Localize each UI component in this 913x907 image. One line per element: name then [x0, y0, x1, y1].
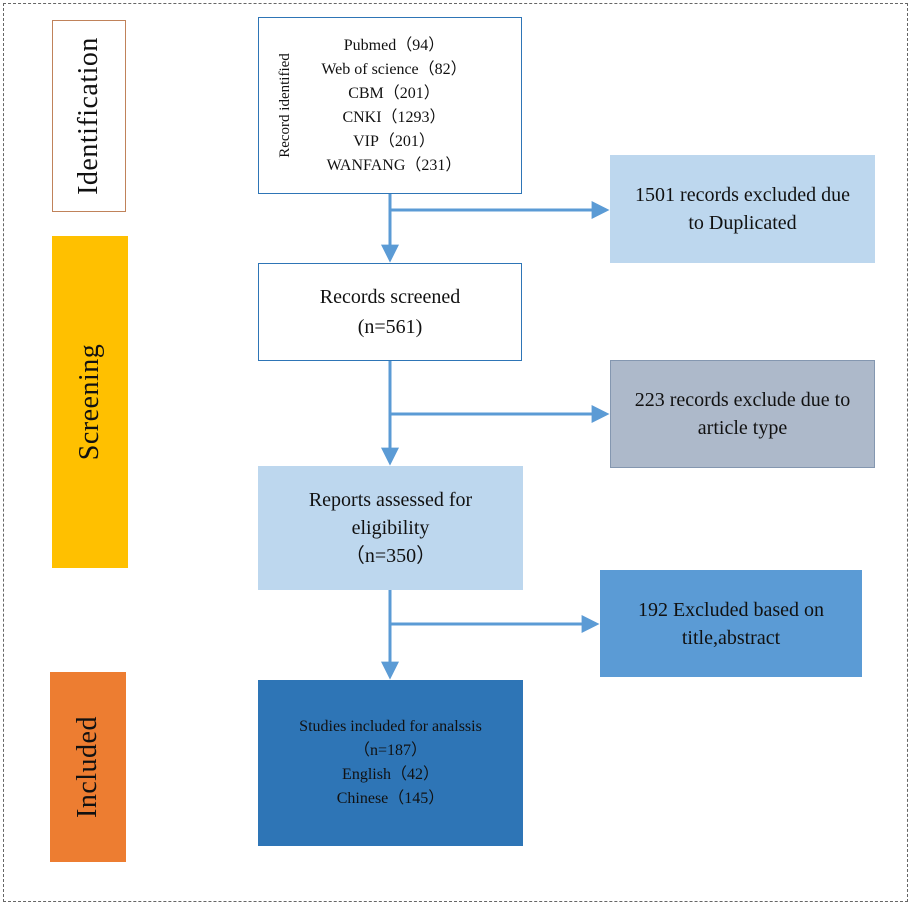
- reports-assessed-box: Reports assessed for eligibility （n=350）: [258, 466, 523, 590]
- records-identified-box: Record identified Pubmed（94） Web of scie…: [258, 17, 522, 194]
- source-pubmed: Pubmed（94）: [343, 36, 445, 54]
- duplicates-excluded-box: 1501 records excluded due to Duplicated: [610, 155, 875, 263]
- excluded-title-line-2: title,abstract: [681, 626, 781, 649]
- record-identified-label: Record identified: [276, 53, 293, 158]
- source-cnki: CNKI（1293）: [342, 108, 446, 126]
- source-list: Pubmed（94） Web of science（82） CBM（201） C…: [297, 34, 521, 178]
- title-abstract-excluded-box: 192 Excluded based on title,abstract: [600, 570, 862, 677]
- source-wanfang: WANFANG（231）: [326, 156, 462, 174]
- duplicates-line-2: to Duplicated: [688, 212, 797, 234]
- article-type-line-1: 223 records exclude due to: [634, 389, 851, 411]
- included-line-4: Chinese（145）: [336, 790, 445, 807]
- source-cbm: CBM（201）: [348, 84, 440, 102]
- included-line-1: Studies included for analssis: [299, 718, 482, 735]
- assessed-line-3: （n=350）: [344, 545, 437, 567]
- included-line-2: （n=187）: [353, 742, 428, 759]
- screened-line-2: (n=561): [357, 316, 423, 338]
- stage-identification: Identification: [52, 20, 126, 212]
- article-type-excluded-box: 223 records exclude due to article type: [610, 360, 875, 468]
- article-type-line-2: article type: [697, 417, 788, 439]
- screened-line-1: Records screened: [319, 286, 461, 308]
- excluded-title-line-1: 192 Excluded based on: [637, 598, 825, 621]
- included-line-3: English（42）: [342, 766, 439, 783]
- assessed-line-1: Reports assessed for: [308, 489, 473, 511]
- duplicates-line-1: 1501 records excluded due: [635, 184, 850, 206]
- source-web-of-science: Web of science（82）: [321, 60, 467, 78]
- stage-screening: Screening: [52, 236, 128, 568]
- assessed-line-2: eligibility: [351, 517, 430, 539]
- records-screened-box: Records screened (n=561): [258, 263, 522, 361]
- record-identified-side: Record identified: [273, 18, 297, 193]
- diagram-frame: [3, 3, 908, 902]
- source-vip: VIP（201）: [353, 132, 435, 150]
- studies-included-box: Studies included for analssis （n=187） En…: [258, 680, 523, 846]
- stage-included: Included: [50, 672, 126, 862]
